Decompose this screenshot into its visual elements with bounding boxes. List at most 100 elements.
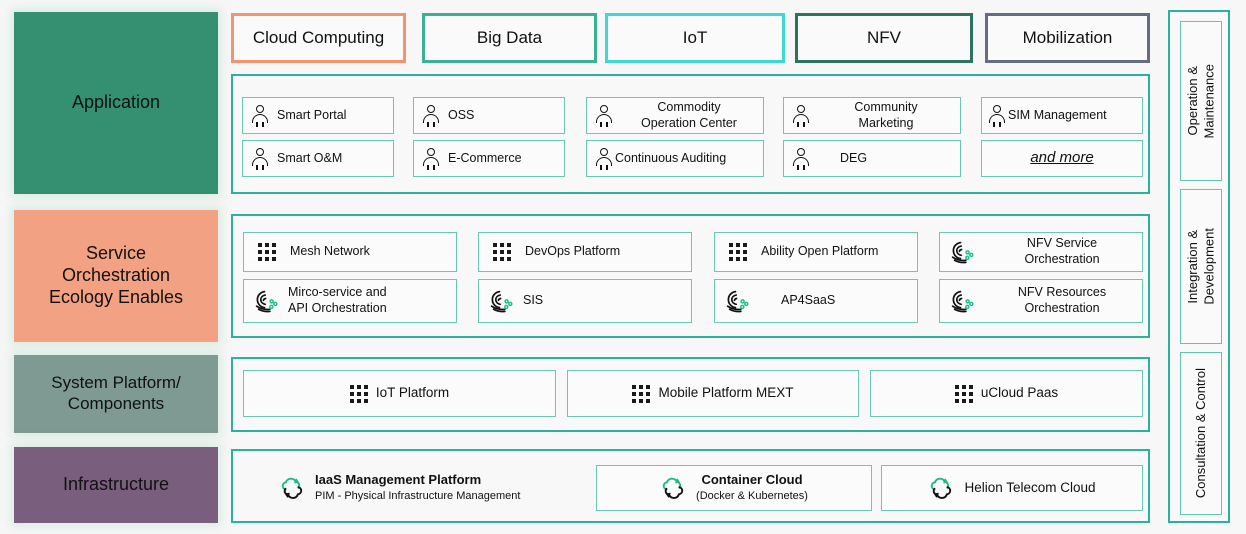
- layer-label-system-text: System Platform/ Components: [51, 373, 181, 413]
- app-item-label: Community Marketing: [854, 99, 918, 130]
- app-item-commodity-operation-center[interactable]: Commodity Operation Center: [586, 97, 764, 134]
- service-item-sis[interactable]: SIS: [478, 279, 692, 323]
- infrastructure-item-title: IaaS Management Platform: [315, 472, 482, 488]
- app-item-e-commerce[interactable]: E-Commerce: [413, 140, 565, 177]
- service-item-label: NFV Service Orchestration: [1024, 236, 1100, 266]
- app-item-sim-management[interactable]: SIM Management: [981, 97, 1143, 134]
- app-item-oss[interactable]: OSS: [413, 97, 565, 134]
- service-item-label: NFV Resources Orchestration: [1017, 285, 1107, 315]
- application-items-group: Smart Portal OSS Commodity Operation Cen…: [231, 74, 1150, 194]
- app-item-deg[interactable]: DEG: [783, 140, 961, 177]
- tab-iot-label: IoT: [682, 28, 708, 47]
- service-item-label: Mirco-service and API Orchestration: [288, 285, 387, 315]
- infrastructure-item-iaas-management-platform[interactable]: IaaS Management Platform PIM - Physical …: [279, 465, 609, 511]
- layer-label-service-text: Service Orchestration Ecology Enables: [48, 243, 184, 307]
- person-icon: [251, 147, 269, 170]
- person-icon: [792, 104, 810, 127]
- app-item-label: E-Commerce: [448, 150, 522, 165]
- service-item-micro-service-api-orchestration[interactable]: Mirco-service and API Orchestration: [243, 279, 457, 323]
- app-item-label: Smart O&M: [277, 150, 343, 165]
- cloud-sync-icon: [660, 477, 686, 499]
- orchestration-swoosh-icon: [950, 240, 976, 264]
- app-item-label: OSS: [448, 107, 475, 122]
- tab-iot[interactable]: IoT: [605, 13, 785, 63]
- system-item-iot-platform[interactable]: IoT Platform: [243, 370, 556, 417]
- person-icon: [988, 104, 1006, 127]
- side-rail-group: Operation & Maintenance Integration & De…: [1168, 10, 1230, 523]
- side-rail-item-label: Operation & Maintenance: [1184, 63, 1216, 139]
- infrastructure-items-group: IaaS Management Platform PIM - Physical …: [231, 449, 1150, 523]
- service-item-devops-platform[interactable]: DevOps Platform: [478, 232, 692, 272]
- person-icon: [422, 104, 440, 127]
- app-item-smart-portal[interactable]: Smart Portal: [242, 97, 394, 134]
- tab-nfv-label: NFV: [867, 28, 901, 47]
- layer-label-infrastructure[interactable]: Infrastructure: [14, 447, 218, 523]
- layer-label-application[interactable]: Application: [14, 12, 218, 194]
- tab-mobilization-label: Mobilization: [1022, 28, 1113, 47]
- service-items-group: Mesh Network DevOps Platform Ability Ope…: [231, 214, 1150, 338]
- person-icon: [595, 147, 613, 170]
- side-rail-item-consultation-control[interactable]: Consultation & Control: [1180, 352, 1222, 515]
- service-item-mesh-network[interactable]: Mesh Network: [243, 232, 457, 272]
- service-item-label: DevOps Platform: [525, 244, 621, 259]
- app-item-label: Smart Portal: [277, 107, 347, 122]
- orchestration-swoosh-icon: [950, 289, 976, 313]
- tab-big-data[interactable]: Big Data: [422, 13, 597, 63]
- system-item-ucloud-paas[interactable]: uCloud Paas: [870, 370, 1143, 417]
- infrastructure-item-subtitle: PIM - Physical Infrastructure Management: [315, 490, 521, 503]
- orchestration-swoosh-icon: [725, 289, 751, 313]
- app-item-label: DEG: [840, 150, 868, 165]
- infrastructure-item-title: Container Cloud: [701, 472, 803, 488]
- layer-label-application-text: Application: [71, 92, 161, 113]
- tab-cloud-computing[interactable]: Cloud Computing: [231, 13, 406, 63]
- orchestration-swoosh-icon: [254, 289, 280, 313]
- service-item-label: Mesh Network: [290, 244, 370, 259]
- service-item-ap4saas[interactable]: AP4SaaS: [714, 279, 918, 323]
- dot-grid-icon: [954, 384, 973, 403]
- service-item-label: Ability Open Platform: [761, 244, 879, 259]
- cloud-sync-icon: [279, 477, 305, 499]
- app-item-label: and more: [1030, 149, 1094, 167]
- layer-label-system[interactable]: System Platform/ Components: [14, 355, 218, 433]
- app-item-label: SIM Management: [1008, 107, 1107, 122]
- person-icon: [595, 104, 613, 127]
- system-item-mobile-platform-mext[interactable]: Mobile Platform MEXT: [567, 370, 859, 417]
- app-item-and-more[interactable]: and more: [981, 140, 1143, 177]
- system-item-label: IoT Platform: [375, 385, 450, 401]
- side-rail-item-integration-development[interactable]: Integration & Development: [1180, 189, 1222, 344]
- app-item-continuous-auditing[interactable]: Continuous Auditing: [586, 140, 764, 177]
- system-items-group: IoT Platform Mobile Platform MEXT uCloud…: [231, 357, 1150, 432]
- infrastructure-item-title: Helion Telecom Cloud: [964, 479, 1096, 495]
- dot-grid-icon: [258, 243, 276, 261]
- app-item-smart-om[interactable]: Smart O&M: [242, 140, 394, 177]
- tab-cloud-computing-label: Cloud Computing: [252, 28, 385, 47]
- dot-grid-icon: [729, 243, 747, 261]
- infrastructure-item-helion-telecom-cloud[interactable]: Helion Telecom Cloud: [881, 465, 1143, 511]
- layer-label-service[interactable]: Service Orchestration Ecology Enables: [14, 210, 218, 342]
- service-item-nfv-service-orchestration[interactable]: NFV Service Orchestration: [939, 232, 1143, 272]
- tab-big-data-label: Big Data: [476, 28, 543, 47]
- side-rail-item-label: Integration & Development: [1184, 228, 1216, 305]
- side-rail-item-operation-maintenance[interactable]: Operation & Maintenance: [1180, 21, 1222, 181]
- dot-grid-icon: [632, 384, 651, 403]
- service-item-nfv-resources-orchestration[interactable]: NFV Resources Orchestration: [939, 279, 1143, 323]
- tab-nfv[interactable]: NFV: [795, 13, 973, 63]
- infrastructure-item-subtitle: (Docker & Kubernetes): [696, 490, 808, 503]
- cloud-sync-icon: [928, 477, 954, 499]
- service-item-label: SIS: [523, 293, 544, 308]
- person-icon: [792, 147, 810, 170]
- dot-grid-icon: [493, 243, 511, 261]
- app-item-community-marketing[interactable]: Community Marketing: [783, 97, 961, 134]
- side-rail-item-label: Consultation & Control: [1192, 368, 1208, 499]
- service-item-ability-open-platform[interactable]: Ability Open Platform: [714, 232, 918, 272]
- app-item-label: Continuous Auditing: [615, 150, 727, 165]
- person-icon: [422, 147, 440, 170]
- system-item-label: uCloud Paas: [980, 385, 1059, 401]
- dot-grid-icon: [349, 384, 368, 403]
- tab-mobilization[interactable]: Mobilization: [985, 13, 1150, 63]
- orchestration-swoosh-icon: [489, 289, 515, 313]
- system-item-label: Mobile Platform MEXT: [658, 385, 794, 401]
- service-item-label: AP4SaaS: [781, 293, 836, 308]
- infrastructure-item-container-cloud[interactable]: Container Cloud (Docker & Kubernetes): [596, 465, 872, 511]
